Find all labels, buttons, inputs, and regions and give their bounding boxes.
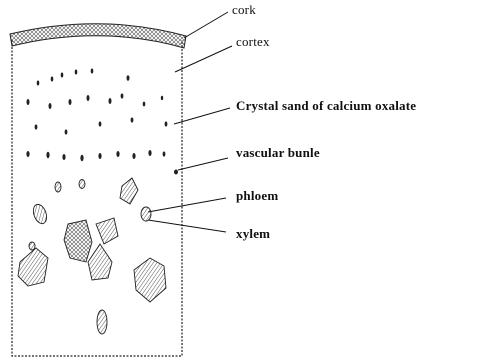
crystal-sand-dots bbox=[27, 69, 168, 135]
label-vascular-bundle: vascular bunle bbox=[236, 145, 320, 160]
label-xylem: xylem bbox=[236, 226, 270, 241]
label-crystal-sand: Crystal sand of calcium oxalate bbox=[236, 98, 416, 113]
inner-bundles bbox=[18, 178, 166, 334]
cortex-leader bbox=[175, 46, 232, 72]
section-outline bbox=[12, 40, 182, 356]
vascular-leader bbox=[178, 158, 228, 170]
label-cortex: cortex bbox=[236, 34, 270, 49]
leader-lines bbox=[148, 12, 232, 232]
cork-leader bbox=[184, 12, 228, 38]
cork-band bbox=[10, 24, 186, 48]
vascular-bundle-ring bbox=[26, 150, 178, 175]
xylem-leader bbox=[148, 220, 226, 232]
label-phloem: phloem bbox=[236, 188, 278, 203]
phloem-leader bbox=[148, 198, 226, 212]
label-cork: cork bbox=[232, 2, 256, 17]
